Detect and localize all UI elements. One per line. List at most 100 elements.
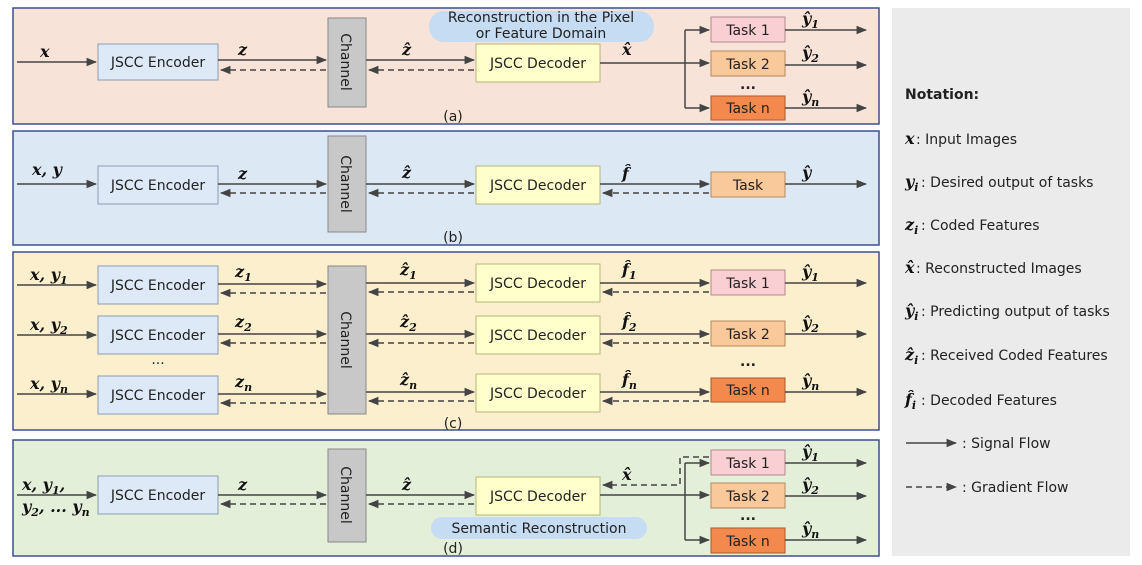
a-taskn-label: Task n — [725, 101, 770, 117]
d-encoder[interactable] — [97, 475, 219, 515]
d-xhat-label: x̂ — [621, 465, 632, 484]
d-input-label: x, y1, y2, ... yn — [21, 475, 90, 519]
svg-text:: Decoded Features: : Decoded Features — [921, 393, 1057, 409]
c-inputn-label: x, yn — [29, 374, 68, 396]
a-task2-label: Task 2 — [725, 57, 770, 73]
a-channel-label: Channel — [337, 33, 353, 90]
a-outn-label: ŷn — [801, 87, 819, 109]
a-task1[interactable] — [710, 16, 786, 43]
svg-text:x: x — [904, 129, 915, 148]
a-xhat-label: x̂ — [621, 40, 632, 59]
c-decoder2[interactable] — [475, 315, 601, 355]
a-task2[interactable] — [710, 50, 786, 77]
d-taskn-label: Task n — [725, 534, 770, 550]
c-task2[interactable] — [710, 320, 786, 347]
a-out1-label: ŷ1 — [801, 9, 819, 31]
d-decoder[interactable] — [475, 476, 601, 516]
svg-text:: Input Images: : Input Images — [916, 132, 1017, 148]
b-task-label: Task — [732, 178, 764, 194]
b-channel[interactable] — [327, 135, 367, 233]
svg-text:z1: z1 — [234, 262, 252, 284]
c-fhat1-label: f̂1 — [621, 260, 637, 282]
svg-text:ŷi: ŷi — [904, 301, 918, 323]
c-channel[interactable] — [327, 265, 367, 415]
d-out2-label: ŷ2 — [801, 475, 819, 497]
c-encoder-dots: ... — [151, 352, 164, 368]
c-encodern[interactable] — [97, 375, 219, 415]
svg-text:x̂: x̂ — [904, 258, 915, 277]
notation-panel — [892, 8, 1130, 556]
svg-text:f̂i: f̂i — [904, 390, 916, 412]
c-encoder2-label: JSCC Encoder — [110, 328, 205, 344]
notation-z: zi : Coded Features — [904, 215, 1040, 237]
callout-pixel-line1: Reconstruction in the Pixel — [448, 10, 634, 26]
b-decoder[interactable] — [475, 165, 601, 205]
c-encoder2[interactable] — [97, 315, 219, 355]
svg-text:yi: yi — [904, 172, 918, 194]
d-channel-label: Channel — [337, 466, 353, 523]
b-channel-label: Channel — [337, 155, 353, 212]
callout-pixel-line2: or Feature Domain — [476, 26, 606, 42]
c-zhatn-label: ẑn — [399, 370, 417, 392]
svg-text:ŷ2: ŷ2 — [801, 313, 819, 335]
caption-a: (a) — [443, 109, 463, 125]
callout-semantic-label: Semantic Reconstruction — [452, 521, 627, 537]
callout-semantic — [431, 517, 647, 539]
svg-text:x, y: x, y — [31, 160, 64, 179]
b-encoder[interactable] — [97, 165, 219, 205]
svg-text:y2, ... yn: y2, ... yn — [21, 497, 90, 519]
b-fhat-label: f̂ — [621, 164, 632, 183]
d-task2[interactable] — [710, 482, 786, 509]
b-decoder-label: JSCC Decoder — [489, 178, 586, 194]
notation-title: Notation: — [905, 87, 979, 103]
c-taskn-label: Task n — [725, 383, 770, 399]
d-task2-label: Task 2 — [725, 489, 770, 505]
legend-signal-label: : Signal Flow — [962, 436, 1051, 452]
b-out-label: ŷ — [801, 163, 813, 182]
c-out2-label: ŷ2 — [801, 313, 819, 335]
svg-text:ẑn: ẑn — [399, 370, 417, 392]
d-zhat-label: ẑ — [401, 475, 412, 494]
c-zn-label: zn — [234, 372, 252, 394]
a-encoder[interactable] — [97, 43, 219, 81]
a-out2-label: ŷ2 — [801, 43, 819, 65]
a-taskn[interactable] — [710, 95, 786, 121]
legend-gradient-label: : Gradient Flow — [962, 480, 1069, 496]
svg-text:f̂n: f̂n — [621, 370, 637, 392]
d-encoder-label: JSCC Encoder — [110, 488, 205, 504]
c-taskn[interactable] — [710, 377, 786, 403]
svg-text:x, yn: x, yn — [29, 374, 68, 396]
svg-text:: Coded Features: : Coded Features — [921, 218, 1040, 234]
d-grad-task1-dec — [601, 456, 709, 490]
notation-x: x : Input Images — [904, 129, 1017, 148]
c-task1[interactable] — [710, 269, 786, 296]
d-task1-label: Task 1 — [725, 456, 770, 472]
svg-text:ẑ2: ẑ2 — [399, 312, 417, 334]
c-encoder1[interactable] — [97, 265, 219, 305]
c-zhat2-label: ẑ2 — [399, 312, 417, 334]
svg-text:ŷn: ŷn — [801, 371, 819, 393]
d-channel[interactable] — [327, 448, 367, 543]
svg-text:ŷn: ŷn — [801, 519, 819, 541]
svg-text:zi: zi — [904, 215, 918, 237]
notation-zhat: ẑi : Received Coded Features — [904, 345, 1108, 367]
a-channel[interactable] — [327, 17, 367, 108]
b-zhat-label: ẑ — [401, 163, 412, 182]
c-encodern-label: JSCC Encoder — [110, 388, 205, 404]
c-out1-label: ŷ1 — [801, 262, 819, 284]
svg-text:f̂1: f̂1 — [621, 260, 637, 282]
c-input2-label: x, y2 — [29, 315, 68, 337]
c-z1-label: z1 — [234, 262, 252, 284]
svg-text:x, y2: x, y2 — [29, 315, 68, 337]
c-decoder1[interactable] — [475, 263, 601, 303]
caption-c: (c) — [444, 416, 463, 432]
svg-text:: Desired output of tasks: : Desired output of tasks — [921, 175, 1093, 191]
svg-text:x: x — [39, 42, 50, 61]
svg-text:ẑi: ẑi — [904, 345, 918, 367]
b-z-label: z — [237, 164, 248, 183]
c-decodern[interactable] — [475, 373, 601, 413]
a-encoder-label: JSCC Encoder — [110, 55, 205, 71]
b-input-label: x, y — [31, 160, 64, 179]
c-zhat1-label: ẑ1 — [399, 260, 417, 282]
